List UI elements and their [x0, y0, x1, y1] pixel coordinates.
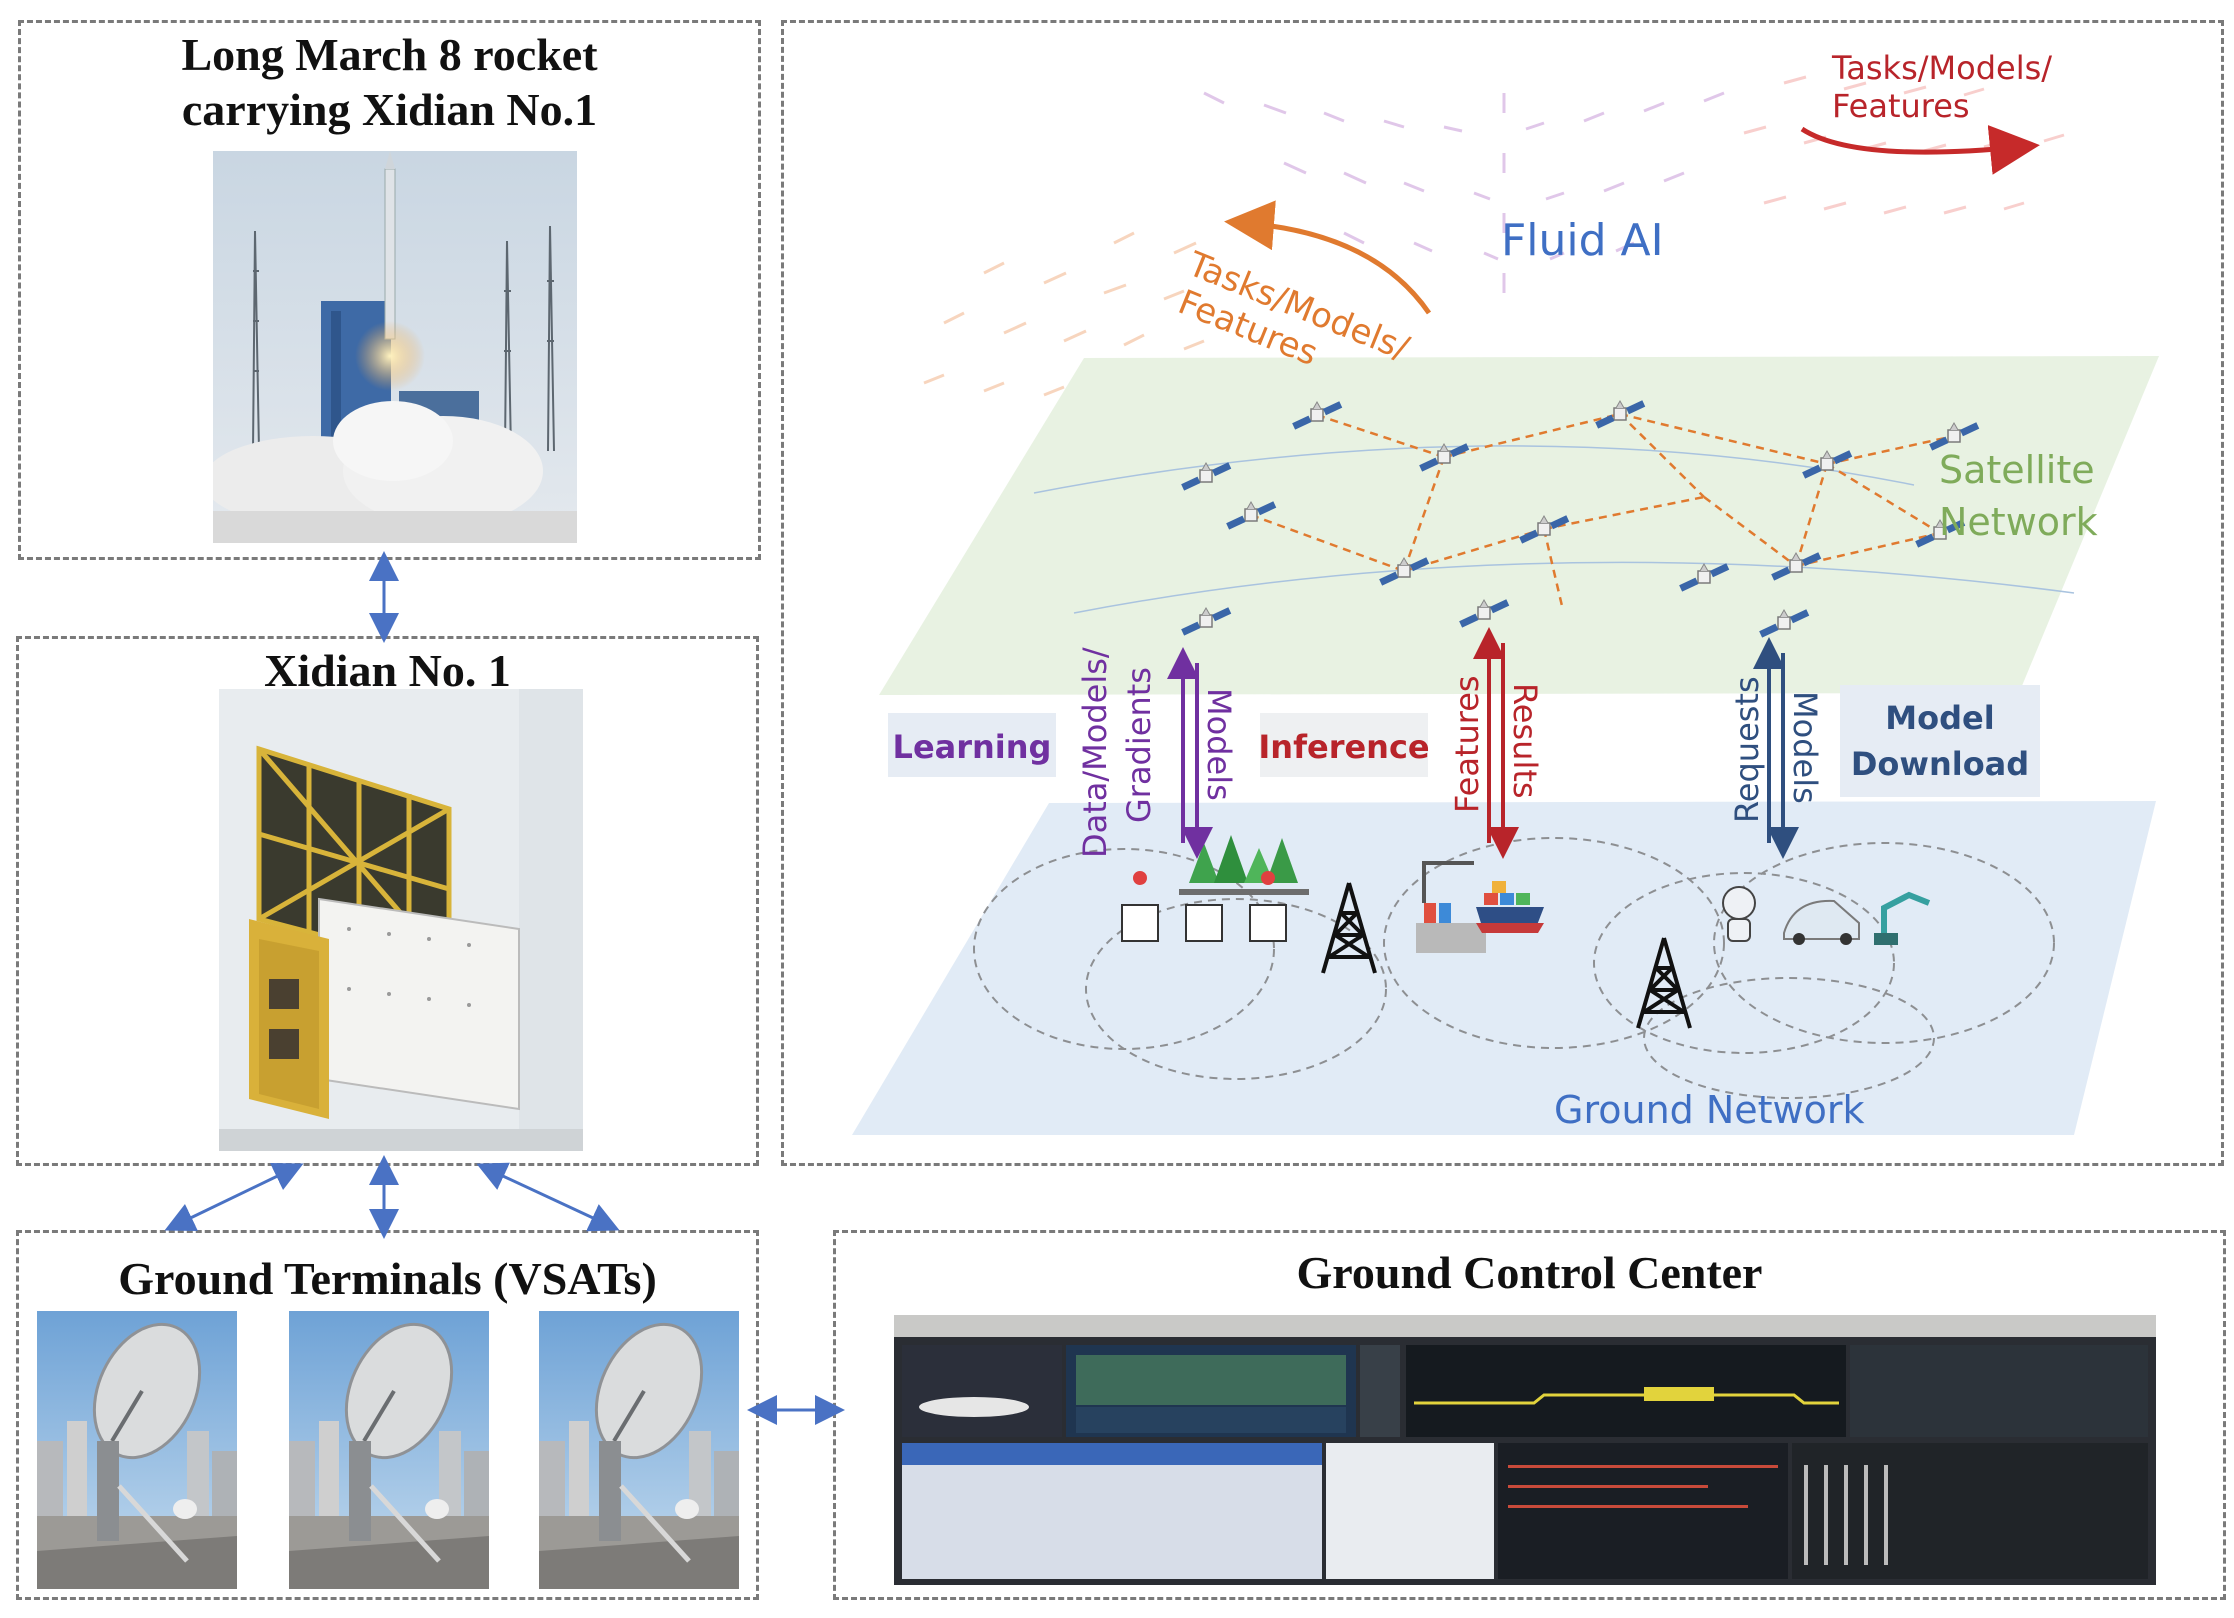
fluid-vector-field: [923, 75, 2065, 397]
features-label: Features: [1448, 675, 1486, 813]
fluid-ai-label: Fluid AI: [1501, 215, 1664, 266]
model-download-box: [1840, 685, 2040, 797]
results-label: Results: [1506, 683, 1544, 799]
fluid-ai-panel: Fluid AI Tasks/Models/ Features Tasks/Mo…: [781, 20, 2224, 1166]
satellite-network-line2: Network: [1939, 500, 2098, 544]
port-ship-icon: [1416, 861, 1544, 953]
tasks-right-line1: Tasks/Models/: [1831, 49, 2052, 87]
xidian-satellite-photo: [219, 689, 583, 1151]
satellite-terminal-right-arrow: [476, 1162, 620, 1232]
control-room-photo: [894, 1315, 2156, 1585]
inference-label: Inference: [1258, 728, 1429, 766]
robot-car-arm-icon: [1722, 886, 1931, 945]
satellite-network-area: [879, 356, 2159, 695]
rocket-title-line1: Long March 8 rocket: [181, 29, 598, 80]
inter-satellite-links: [1250, 412, 1955, 607]
vsat-photo-3: [539, 1311, 739, 1589]
learning-label: Learning: [893, 728, 1052, 766]
models-left-label: Models: [1200, 688, 1238, 801]
satellite-title: Xidian No. 1: [264, 645, 511, 696]
coverage-circles: [973, 837, 2055, 1099]
models-right-label: Models: [1786, 691, 1824, 804]
model-download-line2: Download: [1851, 745, 2029, 783]
ground-network-area: [852, 801, 2156, 1135]
inference-box: [1260, 713, 1428, 777]
ground-terminals-panel: Ground Terminals (VSATs): [16, 1230, 759, 1600]
satellite-panel: Xidian No. 1: [16, 636, 759, 1166]
rocket-title-line2: carrying Xidian No.1: [181, 84, 598, 136]
ground-control-panel: Ground Control Center: [833, 1230, 2226, 1600]
learning-box: [888, 713, 1056, 777]
data-models-line1: Data/Models/: [1076, 647, 1114, 858]
satellite-terminal-left-arrow: [164, 1163, 304, 1231]
satellite-network-line1: Satellite: [1939, 448, 2095, 492]
tasks-right-line2: Features: [1832, 87, 1970, 125]
rocket-panel: Long March 8 rocket carrying Xidian No.1: [18, 20, 761, 560]
requests-label: Requests: [1728, 676, 1766, 823]
model-download-line1: Model: [1885, 699, 1994, 737]
rocket-launch-photo: [213, 151, 577, 543]
vsat-photo-1: [37, 1311, 237, 1589]
ground-network-label: Ground Network: [1554, 1088, 1865, 1132]
rocket-title: Long March 8 rocket carrying Xidian No.1: [21, 27, 758, 137]
fluid-ai-diagram: Fluid AI Tasks/Models/ Features Tasks/Mo…: [852, 49, 2159, 1135]
ground-control-title: Ground Control Center: [1296, 1247, 1763, 1298]
vsat-photo-2: [289, 1311, 489, 1589]
ground-terminals-title: Ground Terminals (VSATs): [118, 1253, 657, 1304]
forest-sensor-icon: [1121, 835, 1309, 942]
data-models-line2: Gradients: [1120, 667, 1158, 823]
